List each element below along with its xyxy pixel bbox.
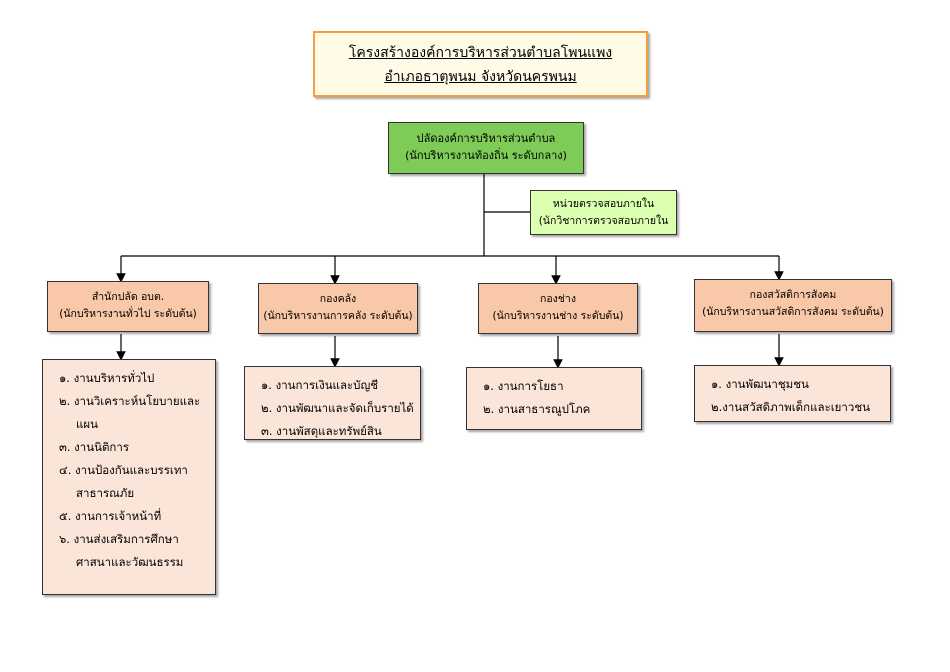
- audit-position: (นักวิชาการตรวจสอบภายใน: [538, 215, 669, 227]
- head-position: (นักบริหารงานท้องถิ่น ระดับกลาง): [405, 149, 567, 162]
- department-name: กองสวัสดิการสังคม: [749, 289, 837, 301]
- department-box-engineering: กองช่าง (นักบริหารงานช่าง ระดับต้น): [478, 283, 638, 334]
- task-item: ๓. งานนิติการ: [59, 440, 130, 454]
- task-item: ๑. งานบริหารทั่วไป: [59, 371, 155, 385]
- task-list-social-welfare: ๑. งานพัฒนาชุมชน ๒.งานสวัสดิภาพเด็กและเย…: [694, 365, 891, 422]
- department-name: สำนักปลัด อบต.: [91, 291, 165, 303]
- department-position: (นักบริหารงานช่าง ระดับต้น): [492, 310, 624, 322]
- task-item: ๑. งานการเงินและบัญชี: [261, 378, 379, 392]
- task-list-office: ๑. งานบริหารทั่วไป ๒. งานวิเคราะห์นโยบาย…: [42, 359, 216, 595]
- task-item: ๒.งานสวัสดิภาพเด็กและเยาวชน: [711, 400, 871, 414]
- department-position: (นักบริหารงานสวัสดิการสังคม ระดับต้น): [702, 306, 884, 318]
- task-item: ๖. งานส่งเสริมการศึกษา: [59, 532, 179, 546]
- head-position-box: ปลัดองค์การบริหารส่วนตำบล (นักบริหารงานท…: [388, 122, 584, 174]
- task-item-continued: ศาสนาและวัฒนธรรม: [76, 555, 184, 569]
- head-name: ปลัดองค์การบริหารส่วนตำบล: [416, 132, 556, 145]
- task-list-engineering: ๑. งานการโยธา ๒. งานสาธารณูปโภค: [466, 367, 642, 430]
- department-box-office: สำนักปลัด อบต. (นักบริหารงานทั่วไป ระดับ…: [47, 281, 209, 332]
- task-item: ๒. งานพัฒนาและจัดเก็บรายได้: [261, 401, 414, 415]
- title-line-1: โครงสร้างองค์การบริหารส่วนตำบลโพนแพง: [348, 45, 613, 61]
- department-box-social-welfare: กองสวัสดิการสังคม (นักบริหารงานสวัสดิการ…: [694, 279, 892, 332]
- department-position: (นักบริหารงานทั่วไป ระดับต้น): [59, 308, 197, 320]
- chart-title: โครงสร้างองค์การบริหารส่วนตำบลโพนแพง อำเ…: [313, 31, 648, 97]
- audit-name: หน่วยตรวจสอบภายใน: [552, 198, 655, 210]
- title-line-2: อำเภอธาตุพนม จังหวัดนครพนม: [384, 69, 577, 85]
- task-item-continued: แผน: [76, 417, 99, 431]
- department-name: กองช่าง: [540, 293, 576, 305]
- department-box-finance: กองคลัง (นักบริหารงานการคลัง ระดับต้น): [258, 283, 418, 334]
- task-item: ๒. งานวิเคราะห์นโยบายและ: [59, 394, 201, 408]
- internal-audit-box: หน่วยตรวจสอบภายใน (นักวิชาการตรวจสอบภายใ…: [530, 190, 677, 235]
- department-position: (นักบริหารงานการคลัง ระดับต้น): [263, 310, 413, 322]
- task-item: ๒. งานสาธารณูปโภค: [483, 402, 591, 416]
- department-name: กองคลัง: [319, 293, 357, 305]
- task-item: ๓. งานพัสดุและทรัพย์สิน: [261, 424, 382, 438]
- task-item: ๑. งานการโยธา: [483, 379, 564, 393]
- task-item: ๕. งานการเจ้าหน้าที่: [59, 509, 162, 523]
- task-list-finance: ๑. งานการเงินและบัญชี ๒. งานพัฒนาและจัดเ…: [244, 366, 421, 440]
- task-item: ๑. งานพัฒนาชุมชน: [711, 377, 809, 391]
- task-item: ๔. งานป้องกันและบรรเทา: [59, 463, 188, 477]
- task-item-continued: สาธารณภัย: [76, 486, 135, 500]
